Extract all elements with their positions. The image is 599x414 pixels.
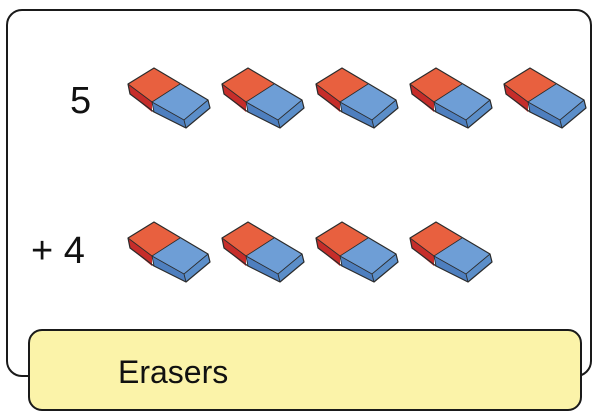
caption-box: Erasers (28, 329, 582, 411)
eraser-icon (312, 54, 404, 134)
first-addend: 5 (70, 80, 92, 122)
caption-label: Erasers (118, 354, 229, 390)
addition-card (6, 9, 592, 377)
eraser-icon (218, 54, 310, 134)
eraser-icon (406, 54, 498, 134)
eraser-icon (124, 54, 216, 134)
second-addend: + 4 (31, 230, 85, 272)
eraser-icon (218, 208, 310, 288)
eraser-icon (406, 208, 498, 288)
eraser-icon (312, 208, 404, 288)
eraser-icon (124, 208, 216, 288)
eraser-icon (500, 54, 592, 134)
